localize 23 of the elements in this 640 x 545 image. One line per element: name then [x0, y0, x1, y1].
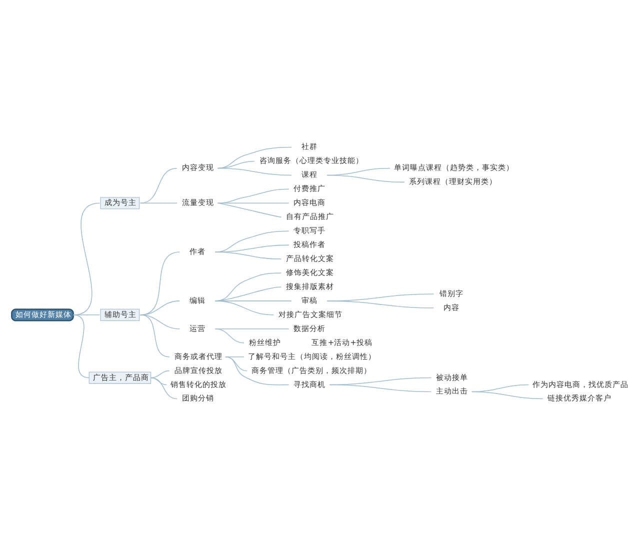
- connector: [225, 356, 244, 357]
- connector: [326, 167, 391, 176]
- connector: [140, 314, 170, 357]
- connector: [150, 376, 178, 399]
- connector: [471, 390, 544, 399]
- connector: [72, 314, 90, 378]
- connector: [217, 146, 292, 168]
- connector: [214, 328, 244, 343]
- connector: [217, 160, 255, 168]
- connector: [225, 356, 248, 371]
- connector: [326, 300, 434, 308]
- connector: [217, 188, 290, 204]
- connector: [140, 202, 178, 204]
- connector: [225, 356, 290, 385]
- connector: [326, 174, 405, 182]
- connector: [150, 370, 170, 378]
- connector: [140, 167, 178, 204]
- connector: [150, 376, 167, 385]
- connector: [214, 300, 274, 315]
- connector: [217, 167, 292, 176]
- connector: [214, 251, 282, 259]
- connector: [217, 202, 282, 217]
- connector: [329, 384, 432, 392]
